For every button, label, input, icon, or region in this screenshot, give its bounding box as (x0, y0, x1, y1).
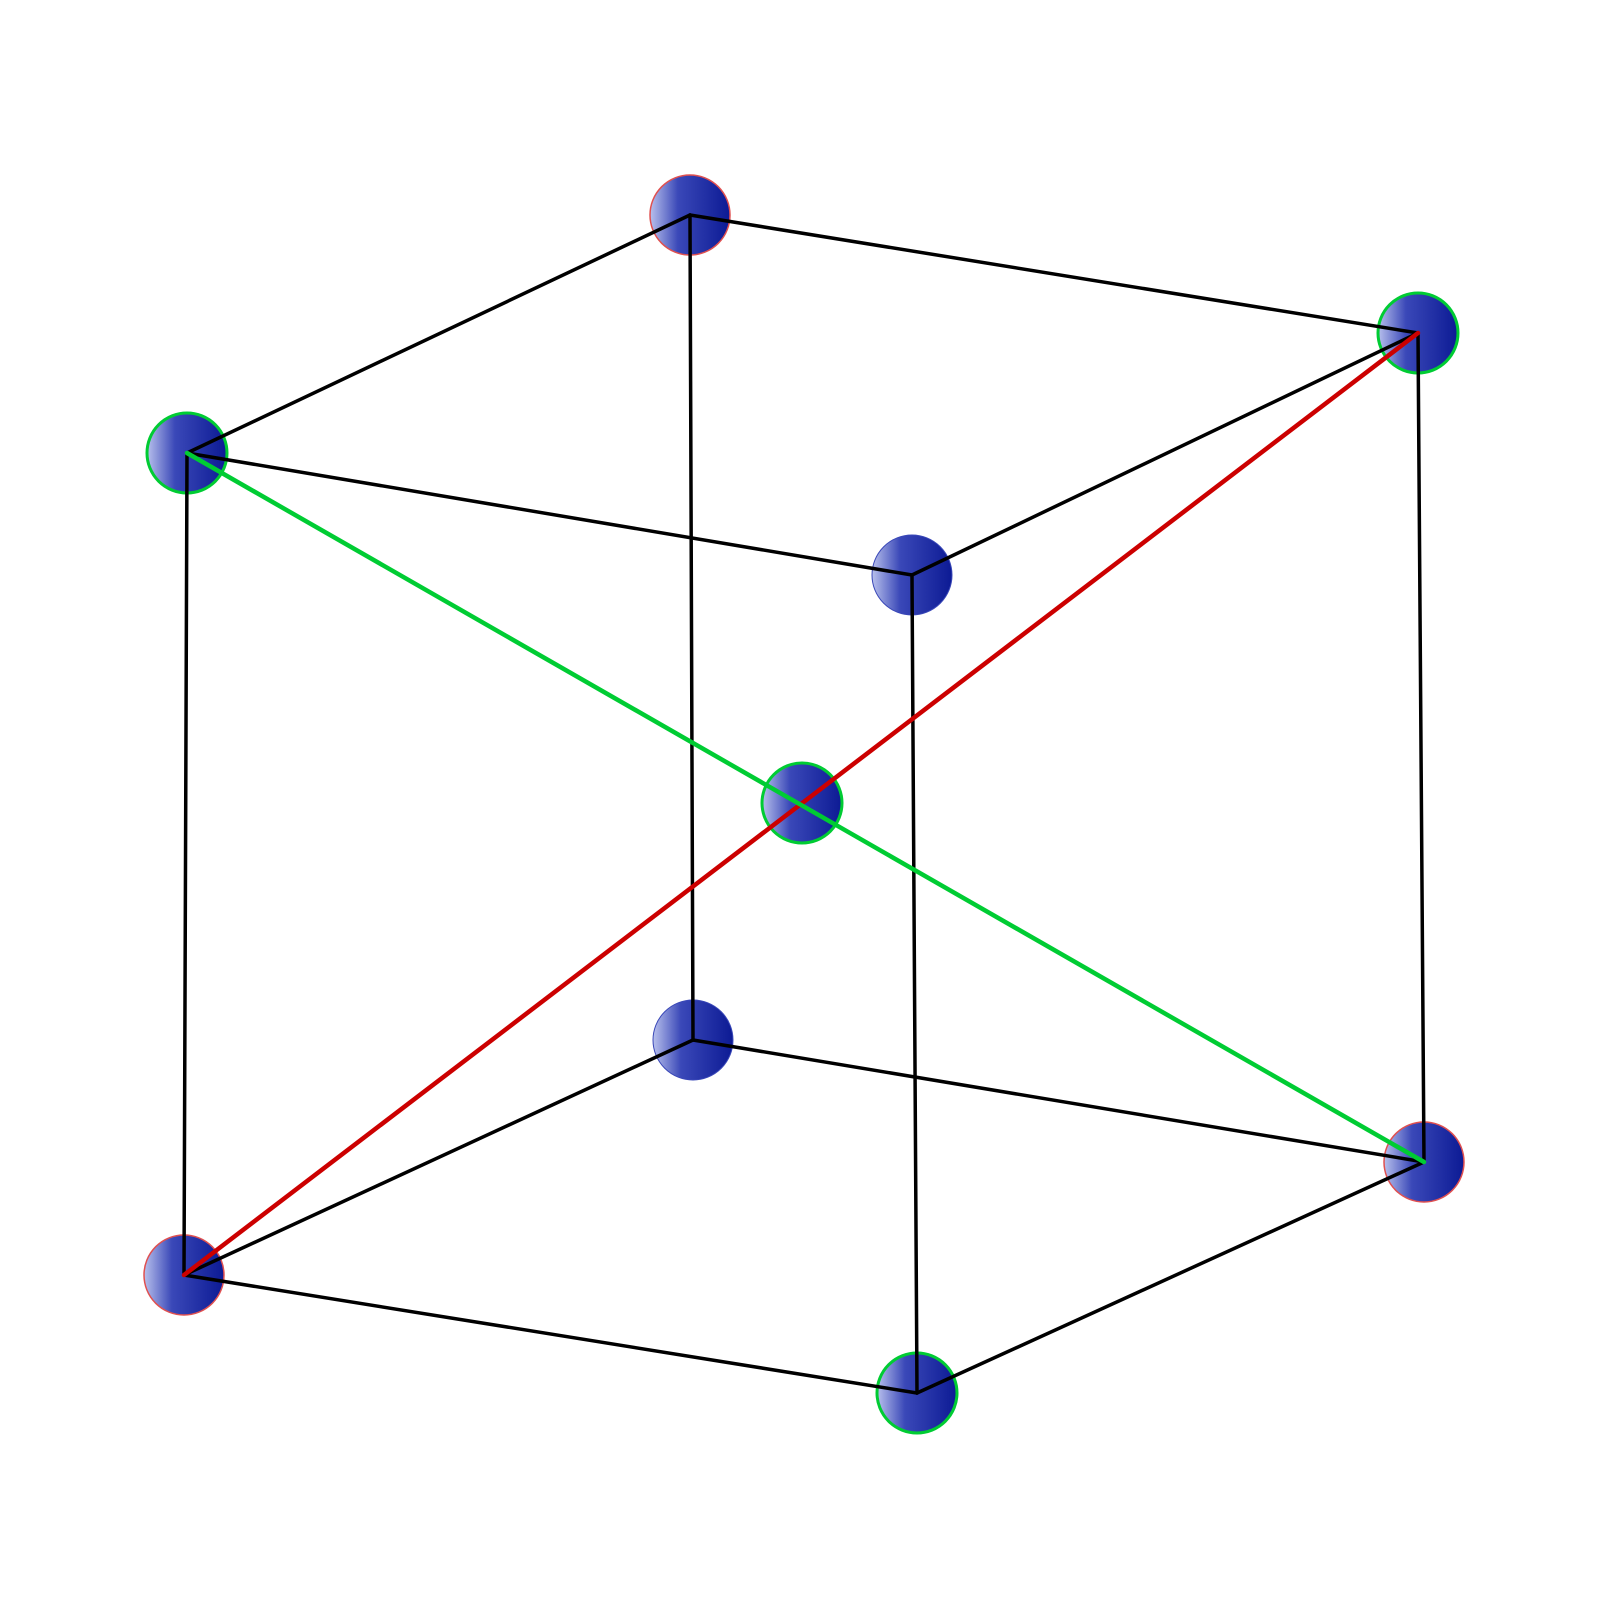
edge-back-bottom-left-to-front-bottom-left (182, 1038, 695, 1277)
edge-back-top-left-to-back-top-right (688, 213, 1420, 335)
edge-front-top-right-to-front-bottom-right (910, 573, 919, 1395)
body-diagonals (181, 330, 1427, 1278)
edge-front-top-left-to-front-top-right (185, 451, 914, 577)
edge-front-bottom-left-to-front-bottom-right (182, 1273, 919, 1395)
edge-back-bottom-right-to-front-bottom-right (915, 1160, 1426, 1395)
edge-back-top-right-to-front-top-right (910, 331, 1420, 577)
edge-back-top-left-to-front-top-left (185, 213, 692, 455)
diagonal-green-front-top-left-to-back-bottom-right (184, 450, 1427, 1165)
atoms (143, 174, 1465, 1435)
edge-back-top-right-to-back-bottom-right (1416, 331, 1426, 1164)
cube-edges (182, 213, 1426, 1395)
edge-back-top-left-to-back-bottom-left (688, 213, 695, 1042)
edge-front-top-left-to-front-bottom-left (182, 451, 189, 1277)
edge-back-bottom-left-to-back-bottom-right (691, 1038, 1426, 1164)
